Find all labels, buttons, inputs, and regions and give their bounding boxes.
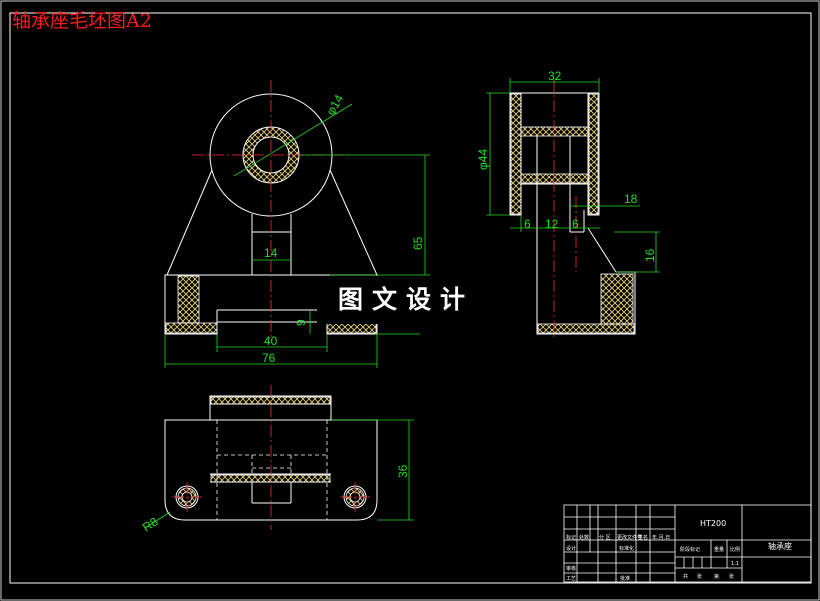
title-block-stage: 阶段标记 bbox=[680, 546, 700, 553]
title-block-part-name: 轴承座 bbox=[768, 541, 792, 551]
dim-front-height: 65 bbox=[411, 236, 425, 250]
inner-frame bbox=[9, 12, 812, 584]
dim-side-6b: 6 bbox=[572, 217, 579, 231]
dim-side-6a: 6 bbox=[524, 217, 531, 231]
title-block-col-zone: 分 区 bbox=[599, 534, 611, 541]
title-block-std: 标准化 bbox=[619, 545, 634, 552]
title-block-label-design: 设计 bbox=[566, 545, 576, 552]
dim-top-radius: R8 bbox=[140, 514, 161, 534]
dim-top-depth: 36 bbox=[396, 464, 410, 478]
title-block-col-sign: 签名 bbox=[638, 534, 648, 541]
drawing-title: 轴承座毛坯图A2 bbox=[12, 10, 152, 32]
dim-front-hole-dia: φ14 bbox=[323, 92, 346, 118]
dim-side-16: 16 bbox=[643, 248, 657, 262]
top-hidden-lines bbox=[216, 420, 328, 520]
dim-side-width: 32 bbox=[548, 69, 562, 83]
title-block-material: HT200 bbox=[700, 519, 726, 528]
watermark-text: 图文设计 bbox=[317, 276, 495, 324]
front-hatching bbox=[165, 126, 377, 334]
side-view bbox=[509, 92, 636, 335]
dim-front-base-thk: 9 bbox=[294, 319, 308, 326]
dim-front-total-width: 76 bbox=[262, 351, 276, 365]
title-block-label-mark: 标记 bbox=[566, 534, 576, 541]
title-block-sheet-unit2: 张 bbox=[729, 573, 734, 580]
side-hatching bbox=[510, 93, 635, 334]
title-block-sheet-total: 共 bbox=[683, 573, 688, 580]
title-block-col-date: 年.月.日 bbox=[652, 534, 670, 541]
title-block-col-doc: 更改文件号 bbox=[617, 534, 642, 541]
side-dimensions bbox=[486, 78, 660, 273]
title-block-sheet-no: 第 bbox=[714, 573, 719, 580]
title-block bbox=[563, 504, 812, 583]
title-block-col-count: 处数 bbox=[579, 534, 589, 541]
title-block-label-process: 工艺 bbox=[566, 576, 576, 582]
title-block-scale: 1:1 bbox=[731, 561, 739, 567]
dim-side-18: 18 bbox=[624, 192, 638, 206]
title-block-sheet-unit1: 张 bbox=[697, 573, 702, 580]
dim-front-slot-width: 40 bbox=[264, 334, 278, 348]
top-centerlines bbox=[172, 385, 370, 530]
dim-side-12: 12 bbox=[545, 217, 559, 231]
title-block-approve: 批准 bbox=[620, 575, 630, 582]
title-block-weight: 重量 bbox=[714, 546, 724, 553]
top-hatching bbox=[177, 396, 365, 507]
side-centerlines bbox=[553, 80, 577, 340]
title-block-ratio: 比例 bbox=[730, 546, 740, 553]
title-block-label-review: 审核 bbox=[566, 565, 576, 572]
top-dimensions bbox=[144, 419, 414, 529]
dim-front-web-width: 14 bbox=[264, 246, 278, 260]
dim-side-boss-dia: φ44 bbox=[476, 149, 490, 170]
